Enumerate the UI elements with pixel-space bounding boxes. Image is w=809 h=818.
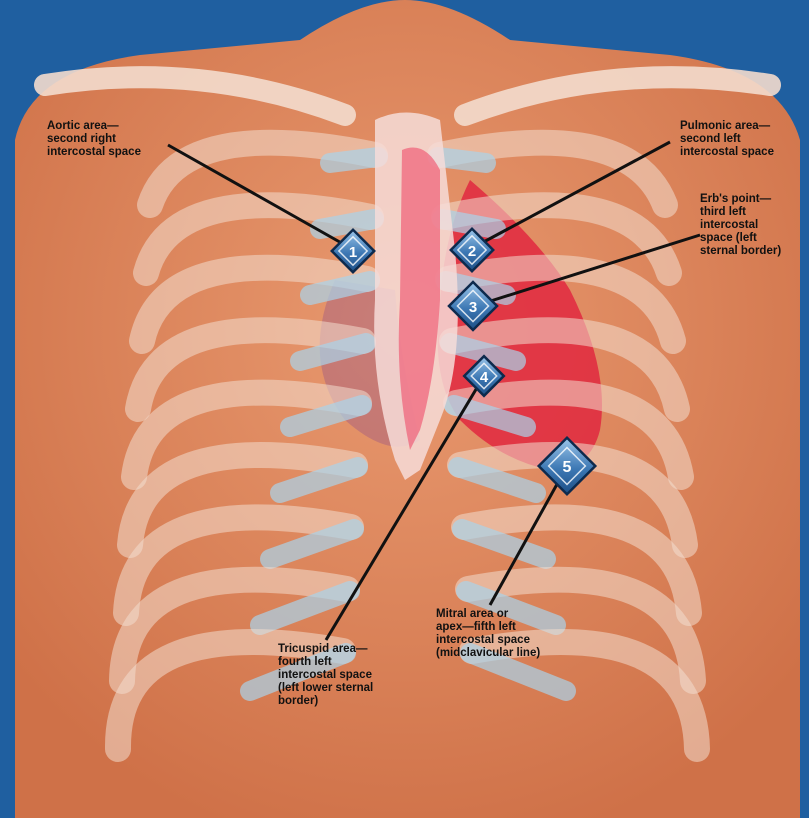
- marker-number: 2: [468, 243, 476, 260]
- label-erbs-point: Erb's point— third left intercostal spac…: [700, 193, 781, 258]
- marker-number: 5: [563, 459, 572, 476]
- label-tricuspid-area: Tricuspid area— fourth left intercostal …: [278, 643, 373, 708]
- label-pulmonic-area: Pulmonic area— second left intercostal s…: [680, 120, 774, 159]
- costal-cartilage: [330, 157, 378, 163]
- marker-number: 3: [469, 299, 477, 316]
- costal-cartilage: [438, 157, 486, 163]
- label-mitral-area: Mitral area or apex—fifth left intercost…: [436, 608, 540, 660]
- label-aortic-area: Aortic area— second right intercostal sp…: [47, 120, 141, 159]
- costal-cartilage: [320, 219, 374, 229]
- marker-number: 4: [480, 369, 489, 386]
- marker-number: 1: [349, 244, 357, 261]
- costal-cartilage: [310, 281, 370, 295]
